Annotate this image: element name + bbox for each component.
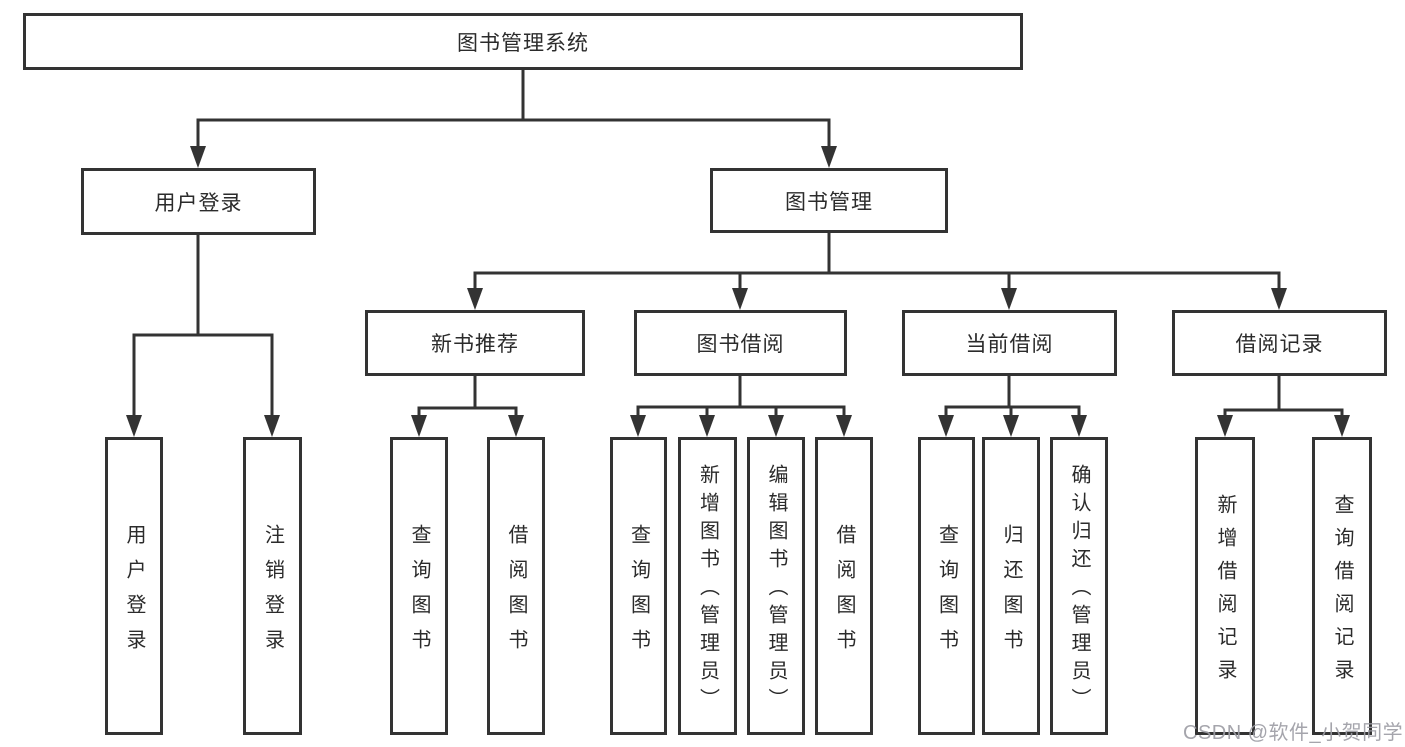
arrow-to-leaf-borrow-books-1 (508, 415, 524, 437)
arrow-to-leaf-confirm-return (1071, 415, 1087, 437)
leaf-label: 查询图书 (627, 523, 650, 664)
leaf-query-books-recommend: 查询图书 (390, 437, 448, 735)
arrow-to-leaf-user-login (126, 415, 142, 437)
leaf-label: 确认归还（管理员） (1068, 464, 1090, 716)
arrow-to-leaf-add-record (1217, 415, 1233, 437)
arrow-to-leaf-query-books-3 (938, 415, 954, 437)
leaf-label: 借阅图书 (833, 523, 855, 664)
arrow-to-leaf-edit-book (768, 415, 784, 437)
node-book-management: 图书管理 (710, 168, 948, 233)
leaf-label: 新增借阅记录 (1214, 493, 1236, 692)
arrow-to-leaf-borrow-books-2 (836, 415, 852, 437)
leaf-query-books-current: 查询图书 (918, 437, 975, 735)
leaf-user-login: 用户登录 (105, 437, 163, 735)
leaf-label: 编辑图书（管理员） (765, 464, 787, 716)
arrow-to-leaf-logout (264, 415, 280, 437)
leaf-label: 查询图书 (408, 523, 430, 664)
leaf-label: 查询借阅记录 (1331, 493, 1353, 692)
leaf-add-borrow-record: 新增借阅记录 (1195, 437, 1255, 735)
leaf-label: 注销登录 (261, 523, 284, 664)
node-root-system: 图书管理系统 (23, 13, 1023, 70)
leaf-label: 新增图书（管理员） (696, 464, 719, 716)
leaf-borrow-books-borrowing: 借阅图书 (815, 437, 873, 735)
arrow-to-leaf-add-book (699, 415, 715, 437)
connector-lines (132, 68, 1344, 421)
watermark: CSDN @软件_小贺同学 (1183, 722, 1404, 744)
arrowheads (126, 146, 1350, 437)
node-current-borrowing: 当前借阅 (902, 310, 1117, 376)
leaf-edit-book-admin: 编辑图书（管理员） (747, 437, 805, 735)
arrow-to-leaf-query-record (1334, 415, 1350, 437)
leaf-logout: 注销登录 (243, 437, 302, 735)
node-book-borrowing: 图书借阅 (634, 310, 847, 376)
node-user-login: 用户登录 (81, 168, 316, 235)
leaf-query-borrow-record: 查询借阅记录 (1312, 437, 1372, 735)
leaf-add-book-admin: 新增图书（管理员） (678, 437, 737, 735)
node-new-book-recommend: 新书推荐 (365, 310, 585, 376)
node-borrow-records: 借阅记录 (1172, 310, 1387, 376)
leaf-label: 用户登录 (123, 523, 145, 664)
leaf-label: 借阅图书 (505, 523, 527, 664)
arrow-to-user-login (190, 146, 206, 168)
arrow-to-leaf-return-book (1003, 415, 1019, 437)
arrow-to-book-management (821, 146, 837, 168)
leaf-return-book: 归还图书 (982, 437, 1040, 735)
leaf-label: 查询图书 (935, 523, 958, 664)
leaf-borrow-books-recommend: 借阅图书 (487, 437, 545, 735)
arrow-to-book-borrowing (732, 288, 748, 310)
arrow-to-borrow-records (1271, 288, 1287, 310)
leaf-label: 归还图书 (1000, 523, 1022, 664)
leaf-confirm-return-admin: 确认归还（管理员） (1050, 437, 1108, 735)
arrow-to-current-borrowing (1001, 288, 1017, 310)
leaf-query-books-borrowing: 查询图书 (610, 437, 667, 735)
arrow-to-new-book-recommend (467, 288, 483, 310)
arrow-to-leaf-query-books-2 (630, 415, 646, 437)
arrow-to-leaf-query-books-1 (411, 415, 427, 437)
